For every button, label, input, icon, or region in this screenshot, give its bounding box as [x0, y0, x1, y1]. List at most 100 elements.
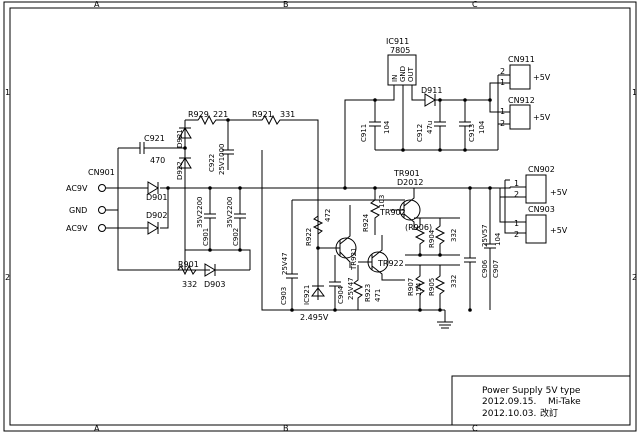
- ic911-pin-gnd: GND: [399, 66, 407, 82]
- ground-bus-bottom: [261, 150, 445, 311]
- tr901-ref: TR901: [393, 169, 420, 178]
- cn911-pin1: 1: [500, 78, 505, 87]
- col-label-a: A: [94, 0, 100, 9]
- c907-value: 104: [494, 232, 502, 246]
- row-label-2: 2: [5, 273, 10, 282]
- output-gnd: [504, 179, 510, 234]
- r921-resistor: [228, 114, 319, 300]
- title-block-revision: 改訂: [540, 407, 558, 419]
- c921-capacitor: [118, 142, 185, 154]
- c901-value: 35V2200: [196, 196, 204, 228]
- ic921-ref: IC921: [303, 285, 311, 305]
- r921-value: 331: [280, 110, 295, 119]
- output-5v-rail: [414, 187, 511, 223]
- r907-ref: R907: [407, 278, 415, 296]
- d903-ref: D903: [204, 280, 225, 289]
- cn902-pin1: 1: [514, 179, 519, 188]
- sheet-border: [9, 7, 631, 426]
- cn903-pin1: 1: [514, 219, 519, 228]
- c912-capacitor: [434, 100, 446, 150]
- cn901-ref: CN901: [88, 168, 115, 177]
- c911-ref: C911: [360, 124, 368, 142]
- r921-ref: R921: [252, 110, 273, 119]
- cn912-5v: +5V: [533, 113, 551, 122]
- tr902-leads: [390, 188, 415, 230]
- cn902-5v: +5V: [550, 188, 568, 197]
- tr921-ref: TR921: [350, 247, 358, 271]
- cn912-pin2: 2: [500, 119, 505, 128]
- cn911-pin2: 2: [500, 67, 505, 76]
- ac9v-label-2: AC9V: [66, 224, 88, 233]
- r923-value: 471: [374, 289, 382, 302]
- cn912-pin1: 1: [500, 107, 505, 116]
- row-label-2-right: 2: [632, 273, 637, 282]
- c903-value: 25V47: [281, 252, 289, 275]
- r907-value: 154: [415, 282, 423, 296]
- r929-resistor: [185, 114, 229, 150]
- c904-capacitor: [329, 255, 341, 310]
- cn903-ref: CN903: [528, 205, 555, 214]
- r924-resistor: [369, 188, 381, 235]
- ac9v-label-1: AC9V: [66, 184, 88, 193]
- r901-ref: R901: [178, 260, 199, 269]
- d902-diode: [147, 221, 159, 235]
- d901-diode: [147, 181, 159, 195]
- c902-value: 35V2200: [226, 196, 234, 228]
- c922-ref: C922: [208, 154, 216, 172]
- connector-pins: [510, 186, 526, 234]
- gnd-terminal: [98, 206, 106, 214]
- c906-value: 25V57: [481, 224, 489, 247]
- d911-ref: D911: [421, 86, 442, 95]
- tr922-ref: TR922: [377, 259, 404, 268]
- r922-resistor: [312, 205, 324, 255]
- junction-dots: [166, 98, 492, 312]
- c913-value: 104: [478, 120, 486, 134]
- c903-ref: C903: [280, 287, 288, 305]
- d902-ref: D902: [146, 211, 167, 220]
- d922-diode: [178, 157, 192, 169]
- r929-ref: R929: [188, 110, 209, 119]
- c913-ref: C913: [468, 124, 476, 142]
- cn902-connector: [525, 174, 547, 204]
- d911-diode: [420, 93, 438, 107]
- gnd-label: GND: [69, 206, 87, 215]
- r906-resistor: [414, 218, 426, 255]
- r922-ref: R922: [305, 228, 313, 246]
- r904-ref: R904: [428, 229, 436, 248]
- wire-ic-in: [344, 85, 395, 188]
- title-block-author: Mi-Take: [548, 397, 581, 407]
- c907-capacitor: [484, 188, 496, 310]
- title-block-title: Power Supply 5V type: [482, 386, 581, 396]
- r907-resistor: [414, 265, 426, 310]
- r904-resistor: [434, 218, 446, 255]
- r905-resistor: [434, 265, 446, 310]
- tr921-leads: [318, 205, 351, 268]
- col-label-b-bottom: B: [283, 424, 289, 433]
- r923-resistor: [352, 265, 364, 310]
- title-block: [451, 375, 631, 426]
- col-label-c-bottom: C: [472, 424, 478, 433]
- c911-capacitor: [369, 100, 381, 150]
- row-label-1-right: 1: [632, 88, 637, 97]
- ac9v-terminal-2: [98, 224, 106, 232]
- ic921-shunt: [311, 280, 325, 297]
- d922-ref: D922: [176, 161, 184, 180]
- r901-value: 332: [182, 280, 197, 289]
- c922-value: 25V1000: [218, 143, 226, 175]
- cn903-5v: +5V: [550, 226, 568, 235]
- c901-ref: C901: [202, 228, 210, 246]
- ic911-pin-in: IN: [391, 75, 399, 82]
- d921-diode: [178, 127, 192, 139]
- tr901-part: D2012: [397, 178, 424, 187]
- c902-ref: C902: [232, 228, 240, 246]
- c921-value: 470: [150, 156, 165, 165]
- r901-d903: [168, 263, 250, 277]
- c922-capacitor: [222, 149, 234, 170]
- c906-ref: C906: [481, 259, 489, 278]
- title-block-date-1: 2012.09.15.: [482, 397, 536, 407]
- ground-bus-left: [185, 249, 251, 270]
- d901-ref: D901: [146, 193, 167, 202]
- col-label-c: C: [472, 0, 478, 9]
- c904-value: 25V47: [347, 277, 355, 300]
